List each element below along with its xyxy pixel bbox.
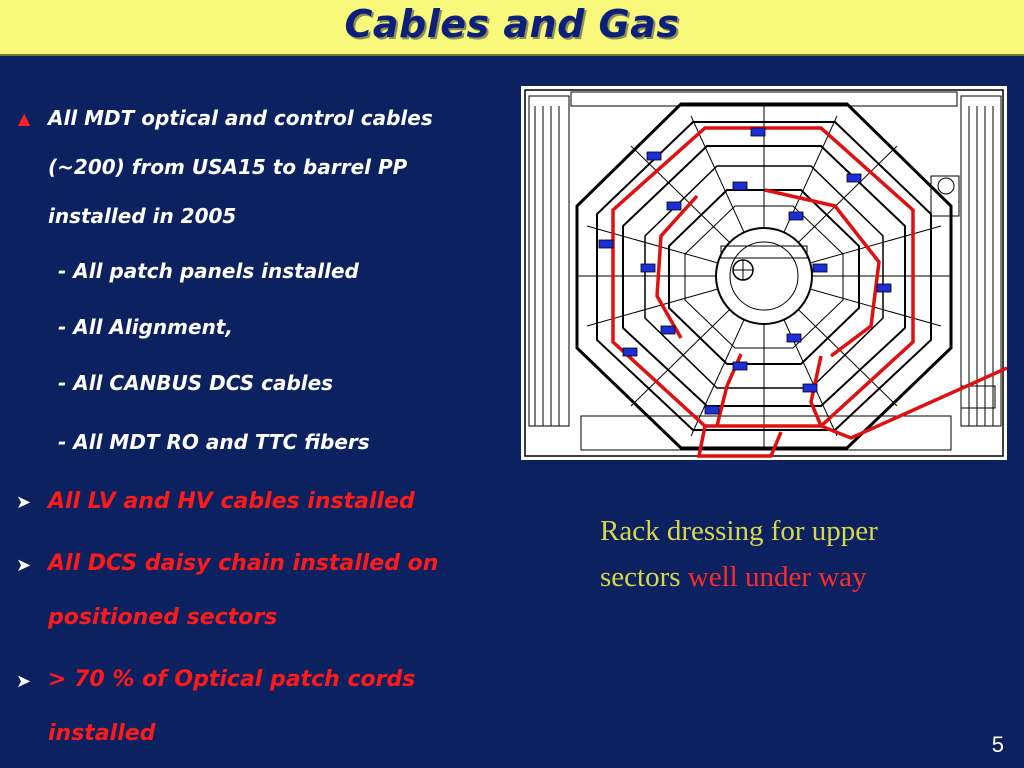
sub-item-mdt-ro: - All MDT RO and TTC fibers bbox=[58, 430, 370, 454]
slide-title: Cables and Gas bbox=[344, 2, 680, 46]
bullet-1-line-3: installed in 2005 bbox=[48, 204, 237, 228]
title-bar: Cables and Gas bbox=[0, 0, 1024, 56]
caption-highlight: well under way bbox=[687, 561, 867, 593]
sub-item-patch-panels: - All patch panels installed bbox=[58, 259, 359, 283]
caption-part-1-line-2: sectors bbox=[600, 561, 688, 593]
bullet-lv-hv: All LV and HV cables installed bbox=[48, 489, 415, 514]
bullet-patch-cords-line-1: > 70 % of Optical patch cords bbox=[48, 667, 416, 692]
page-number: 5 bbox=[991, 732, 1004, 757]
arrow-bullet-icon: ➤ bbox=[16, 671, 32, 692]
bullet-1-line-2: (~200) from USA15 to barrel PP bbox=[48, 155, 408, 179]
detector-cable-layout-icon bbox=[521, 86, 1007, 460]
sub-item-alignment: - All Alignment, bbox=[58, 315, 233, 339]
bullet-dcs-line-1: All DCS daisy chain installed on bbox=[48, 551, 439, 576]
arrow-bullet-icon: ➤ bbox=[16, 492, 32, 513]
bullet-1-line-1: All MDT optical and control cables bbox=[48, 106, 433, 130]
caption: Rack dressing for upper sectors well und… bbox=[600, 508, 1000, 600]
detector-diagram bbox=[521, 86, 1007, 460]
bullet-dcs-line-2: positioned sectors bbox=[48, 605, 278, 630]
caption-part-1-line-1: Rack dressing for upper bbox=[600, 515, 878, 547]
bullet-marker-icon: ▲ bbox=[18, 109, 31, 128]
bullet-patch-cords-line-2: installed bbox=[48, 721, 156, 746]
arrow-bullet-icon: ➤ bbox=[16, 555, 32, 576]
sub-item-canbus: - All CANBUS DCS cables bbox=[58, 371, 334, 395]
